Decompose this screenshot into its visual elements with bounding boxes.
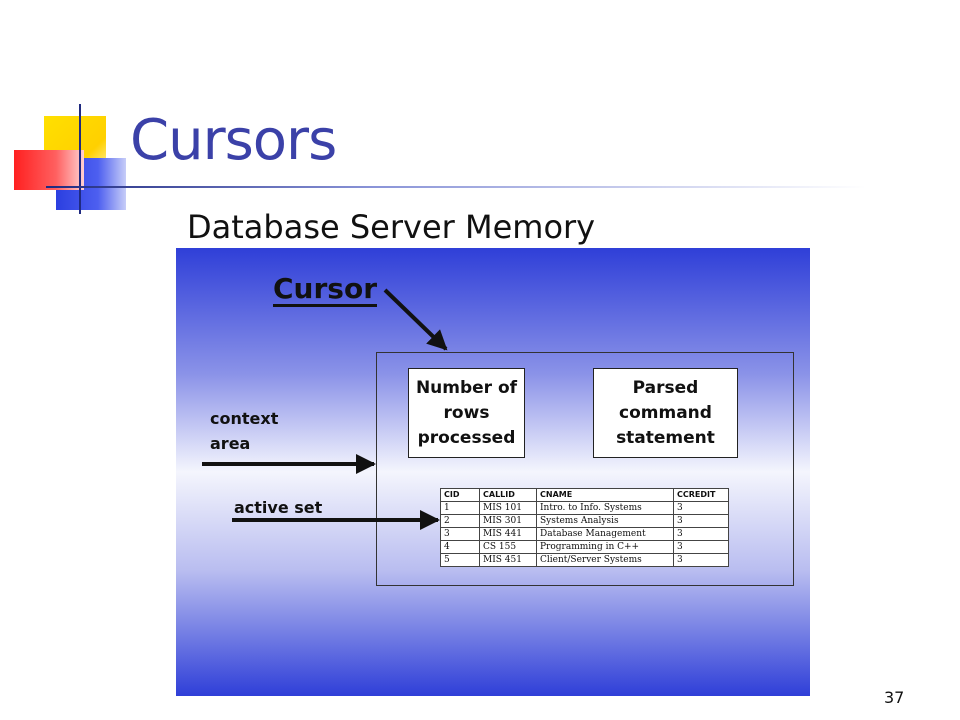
table-cell: 2 <box>440 514 480 528</box>
table-cell: Programming in C++ <box>536 540 674 554</box>
active-set-table: CID CALLID CNAME CCREDIT 1 MIS 101 Intro… <box>440 488 729 567</box>
page-number: 37 <box>884 688 905 707</box>
table-cell: 1 <box>440 501 480 515</box>
context-area-box <box>376 352 794 586</box>
table-cell: Intro. to Info. Systems <box>536 501 674 515</box>
table-cell: 3 <box>673 514 729 528</box>
table-cell: 3 <box>673 553 729 567</box>
column-header: CID <box>440 488 480 502</box>
rows-processed-box: Number of rows processed <box>408 368 525 458</box>
table-cell: 3 <box>440 527 480 541</box>
table-cell: MIS 101 <box>479 501 537 515</box>
table-header-row: CID CALLID CNAME CCREDIT <box>440 488 729 502</box>
column-header: CNAME <box>536 488 674 502</box>
table-cell: MIS 441 <box>479 527 537 541</box>
table-cell: Systems Analysis <box>536 514 674 528</box>
decorative-vertical-line <box>79 104 81 214</box>
table-cell: 4 <box>440 540 480 554</box>
table-cell: MIS 451 <box>479 553 537 567</box>
table-row: 3 MIS 441 Database Management 3 <box>440 527 729 541</box>
table-cell: Database Management <box>536 527 674 541</box>
cursor-label: Cursor <box>273 272 378 307</box>
table-row: 4 CS 155 Programming in C++ 3 <box>440 540 729 554</box>
table-cell: CS 155 <box>479 540 537 554</box>
table-cell: 3 <box>673 527 729 541</box>
table-row: 1 MIS 101 Intro. to Info. Systems 3 <box>440 501 729 515</box>
memory-heading: Database Server Memory <box>187 208 596 246</box>
table-cell: Client/Server Systems <box>536 553 674 567</box>
decorative-red-square <box>14 150 84 190</box>
table-cell: 3 <box>673 501 729 515</box>
table-row: 2 MIS 301 Systems Analysis 3 <box>440 514 729 528</box>
title-underline-divider <box>46 186 866 188</box>
slide-title: Cursors <box>130 108 337 173</box>
table-cell: 5 <box>440 553 480 567</box>
active-set-label: active set <box>234 498 323 517</box>
column-header: CALLID <box>479 488 537 502</box>
table-cell: MIS 301 <box>479 514 537 528</box>
table-row: 5 MIS 451 Client/Server Systems 3 <box>440 553 729 567</box>
table-cell: 3 <box>673 540 729 554</box>
database-server-memory-panel <box>176 248 810 696</box>
column-header: CCREDIT <box>673 488 729 502</box>
parsed-statement-box: Parsed command statement <box>593 368 738 458</box>
context-area-label: context area <box>210 409 279 453</box>
